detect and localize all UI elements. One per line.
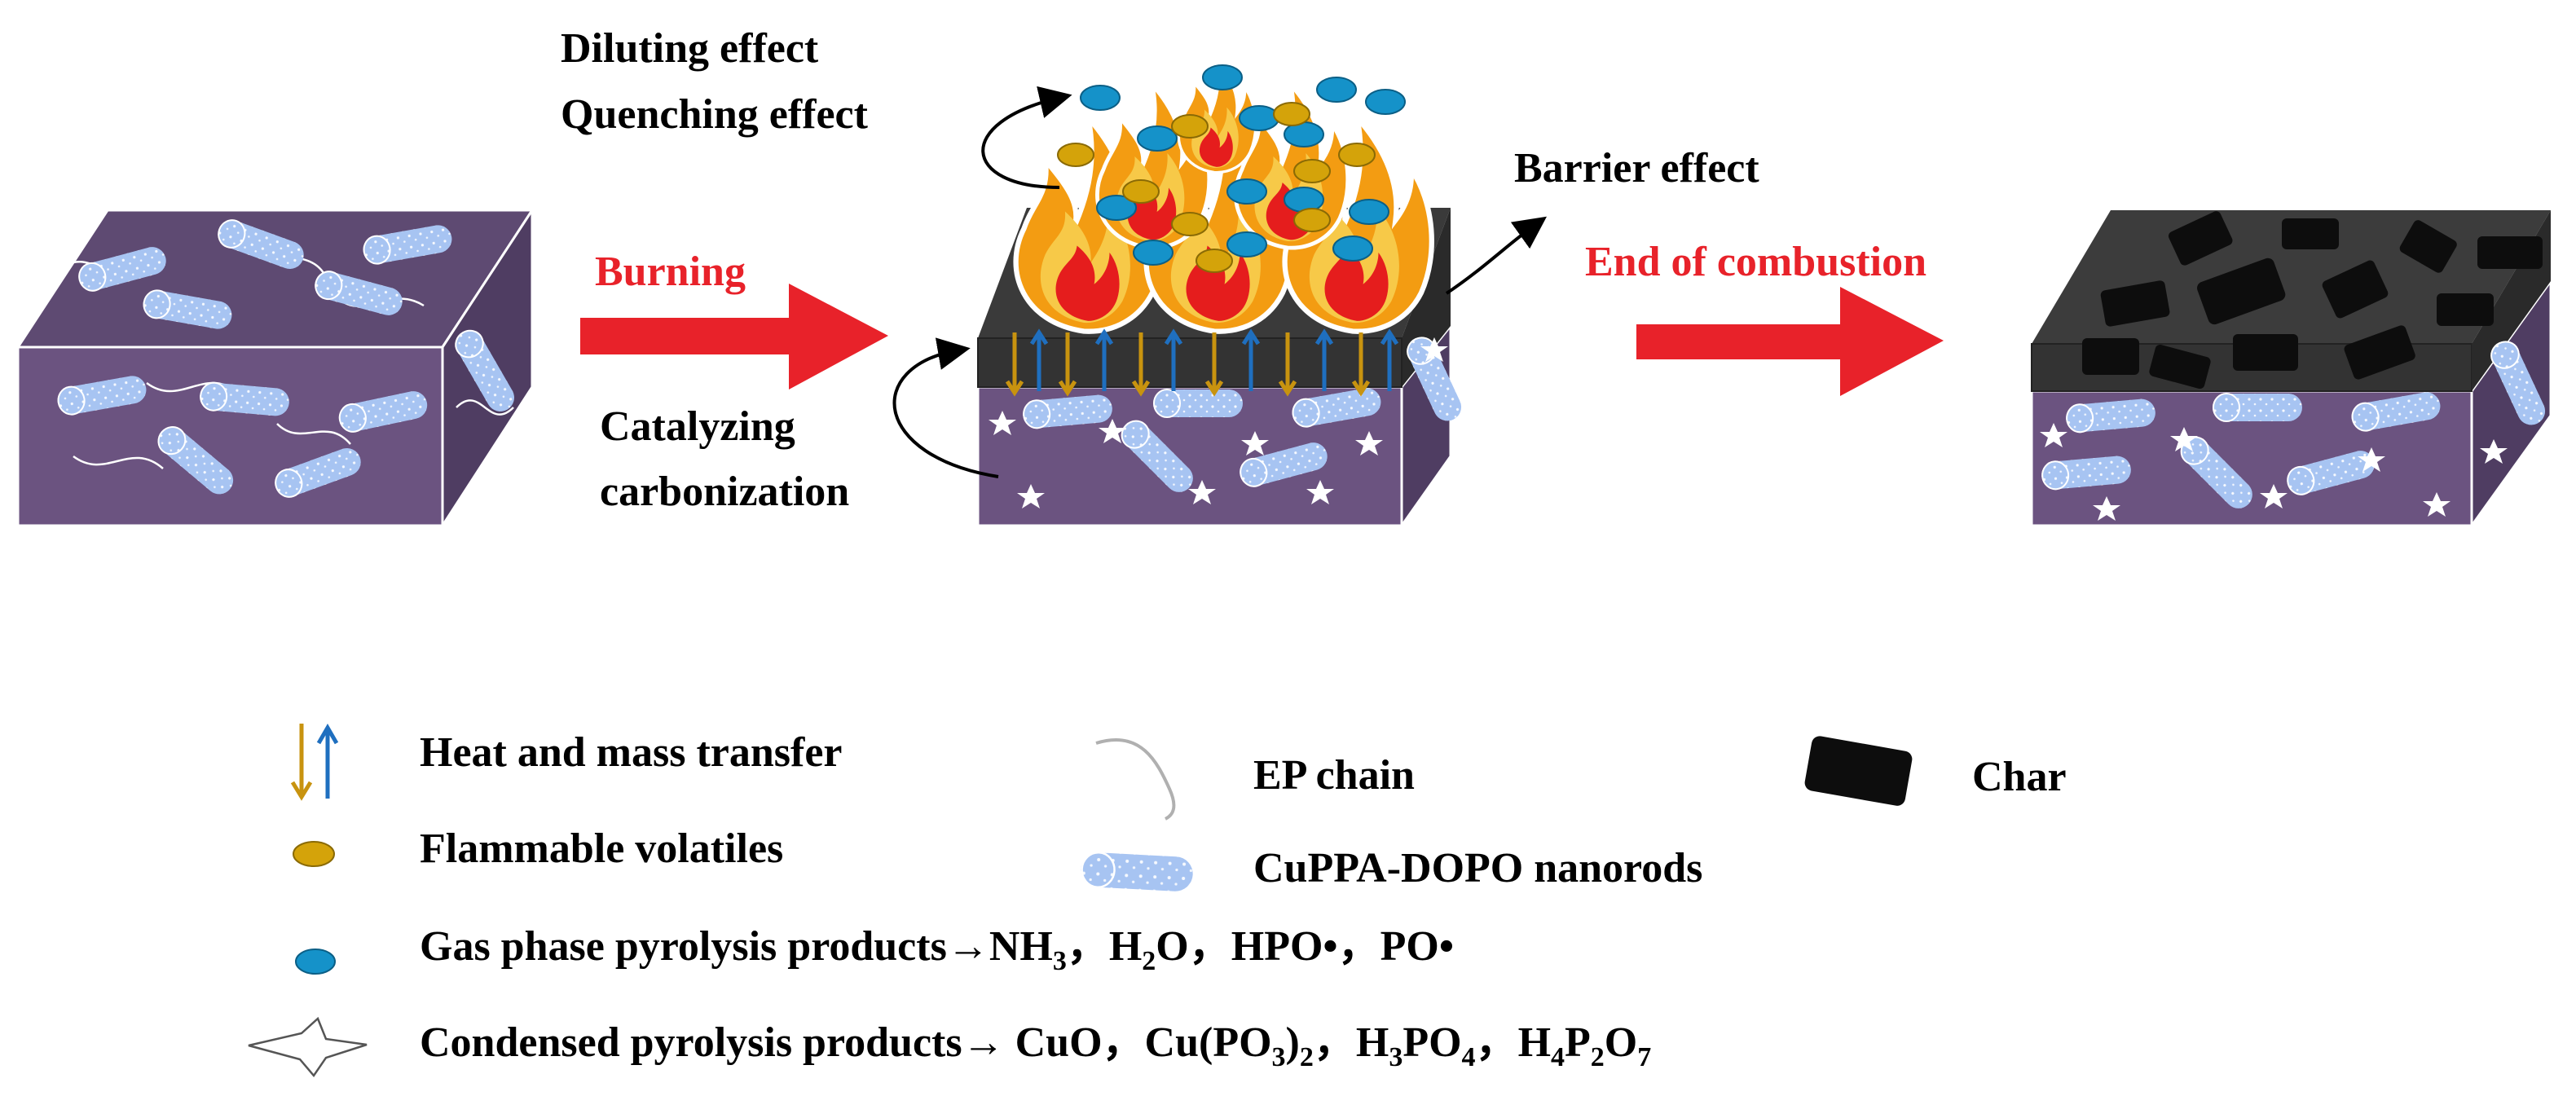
end-of-combustion-arrow: [1636, 287, 1944, 396]
epoxy-block-charred: [2030, 210, 2552, 530]
legend-flammable-label: Flammable volatiles: [420, 825, 783, 872]
gas-phase-icon: [295, 949, 336, 975]
quenching-effect-label: Quenching effect: [561, 91, 869, 138]
epoxy-block-initial: [15, 205, 535, 530]
end-of-combustion-label: End of combustion: [1585, 239, 1926, 285]
diluting-effect-label: Diluting effect: [561, 25, 819, 72]
condensed-products-icon: [248, 1016, 368, 1078]
burning-label: Burning: [595, 249, 746, 295]
ep-chain-icon: [1095, 737, 1176, 821]
legend-condensed-label: Condensed pyrolysis products→ CuO，Cu(PO3…: [420, 1019, 1651, 1072]
catalyzing-label: Catalyzing: [600, 403, 795, 450]
flammable-volatiles-icon: [293, 841, 335, 867]
heat-mass-transfer-icon: [290, 724, 339, 801]
legend-heat-mass-label: Heat and mass transfer: [420, 729, 843, 776]
char-icon: [1804, 736, 1913, 806]
legend-char-label: Char: [1972, 754, 2067, 800]
char-blocks: [2082, 211, 2543, 390]
legend-gas-phase-label: Gas phase pyrolysis products→NH3，H2O，HPO…: [420, 923, 1454, 976]
legend-ep-chain-label: EP chain: [1253, 752, 1415, 799]
pointer-arrows: [892, 86, 1548, 478]
legend: Heat and mass transfer EP chain Char Fla…: [248, 724, 2067, 1078]
carbonization-label: carbonization: [600, 469, 849, 515]
barrier-effect-label: Barrier effect: [1514, 145, 1759, 191]
flammable-volatiles-dots: [1057, 102, 1376, 273]
nanorod-icon: [1078, 850, 1196, 894]
gas-phase-dots: [1080, 64, 1406, 266]
burning-arrow: [580, 284, 888, 390]
epoxy-block-burning: [976, 59, 1467, 530]
legend-nanorods-label: CuPPA-DOPO nanorods: [1253, 845, 1702, 891]
